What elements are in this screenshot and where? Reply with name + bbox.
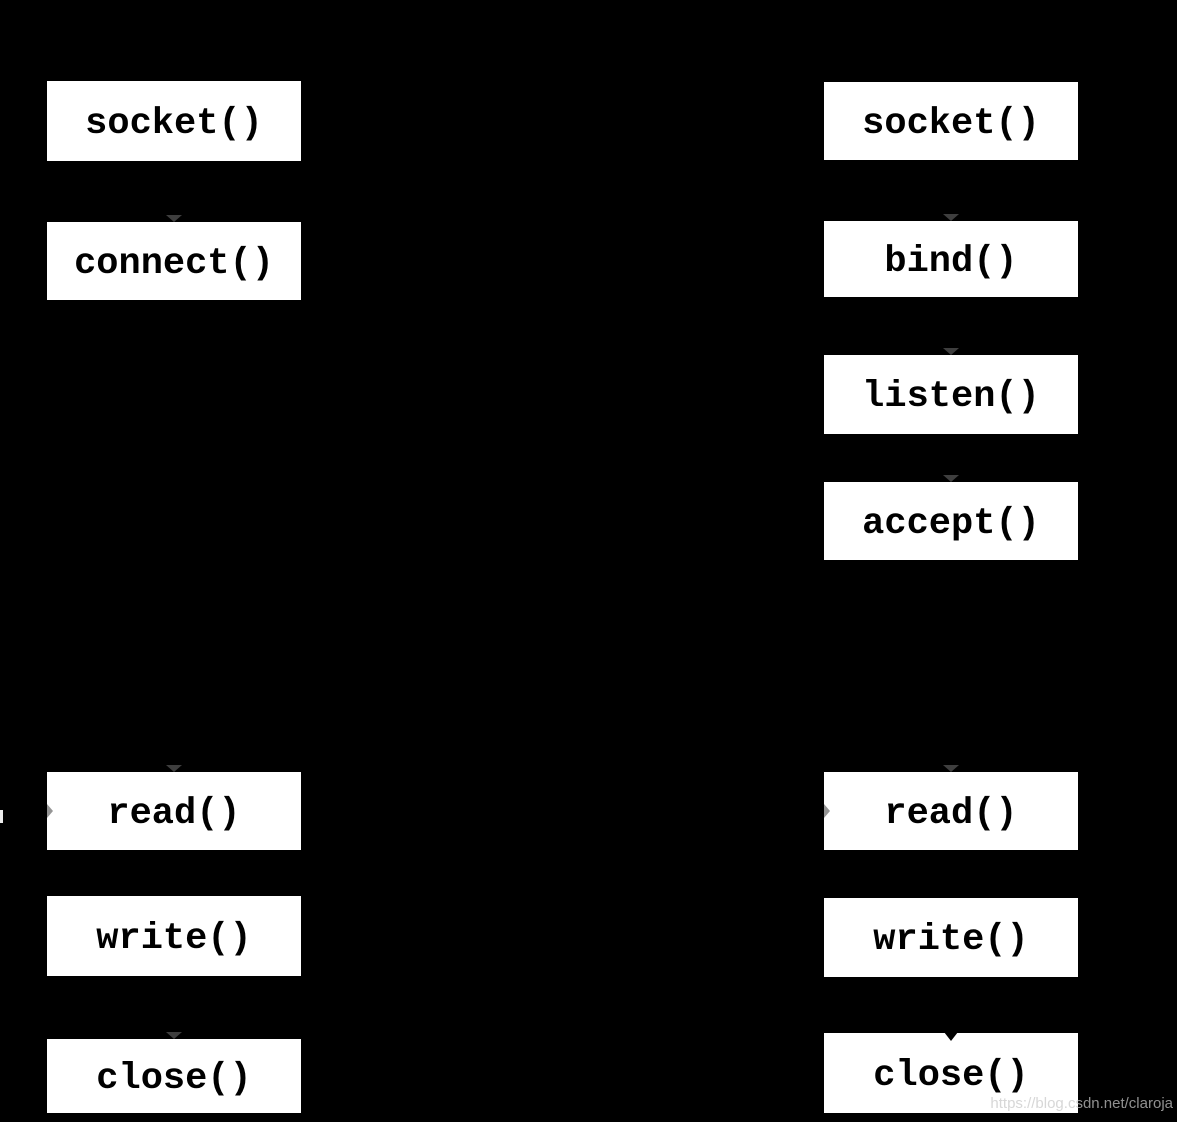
box-label: bind() (884, 240, 1018, 283)
box-label: socket() (862, 102, 1040, 145)
watermark: https://blog.csdn.net/claroja (990, 1095, 1173, 1112)
arrowhead-icon (47, 804, 53, 818)
flow-box-client-close: close() (47, 1032, 301, 1113)
box-label: accept() (862, 502, 1040, 545)
flow-box-client-read: read() (47, 765, 301, 850)
arrow-wisp-icon (943, 765, 959, 772)
down-arrowhead-icon (944, 1032, 958, 1041)
flow-box-server-socket: socket() (824, 82, 1078, 160)
flow-box-client-connect: connect() (47, 215, 301, 300)
edge-artifact (0, 810, 3, 823)
box-label: write() (873, 919, 1029, 961)
arrow-wisp-icon (166, 765, 182, 772)
flow-box-server-bind: bind() (824, 214, 1078, 297)
arrow-wisp-icon (943, 214, 959, 221)
flow-box-server-write: write() (824, 898, 1078, 977)
arrow-wisp-icon (943, 348, 959, 355)
flow-box-server-read: read() (824, 765, 1078, 850)
flow-box-server-close: close() (824, 1032, 1078, 1113)
box-label: write() (96, 917, 252, 960)
box-label: read() (884, 792, 1018, 835)
arrow-wisp-icon (166, 215, 182, 222)
box-label: listen() (862, 376, 1040, 418)
box-label: read() (107, 792, 241, 835)
box-label: socket() (85, 102, 263, 145)
arrow-wisp-icon (943, 475, 959, 482)
arrowhead-icon (824, 804, 830, 818)
arrow-wisp-icon (166, 1032, 182, 1039)
box-label: close() (96, 1057, 252, 1100)
flow-box-client-write: write() (47, 896, 301, 976)
flow-box-server-accept: accept() (824, 475, 1078, 560)
flow-box-server-listen: listen() (824, 348, 1078, 434)
flow-box-client-socket: socket() (47, 81, 301, 161)
box-label: close() (873, 1054, 1029, 1097)
box-label: connect() (74, 242, 274, 285)
